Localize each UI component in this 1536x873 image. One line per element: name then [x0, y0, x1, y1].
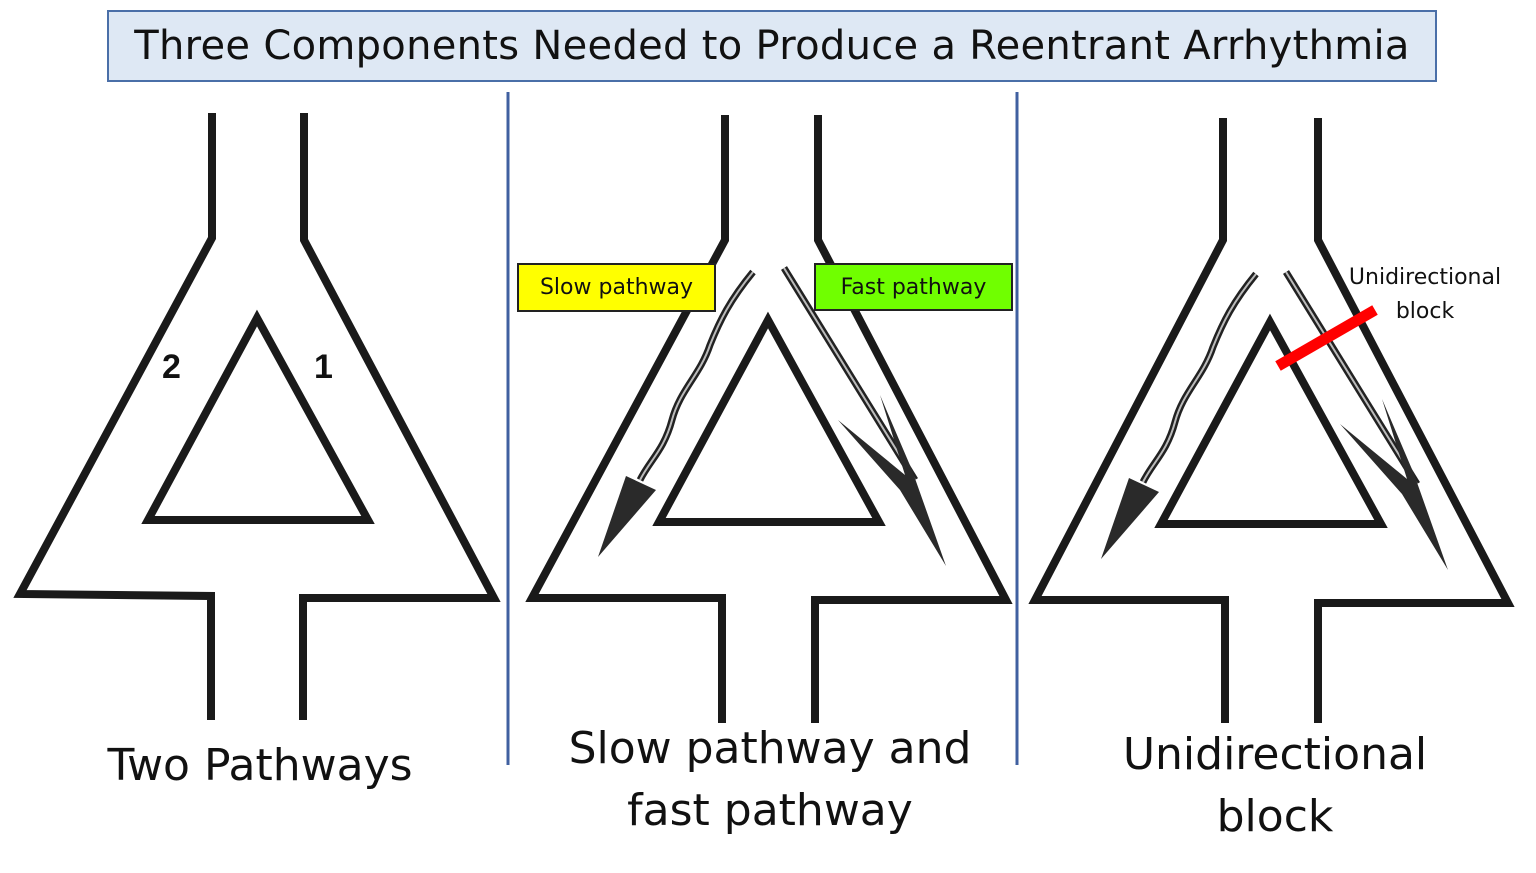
caption-two-pathways: Two Pathways: [107, 740, 413, 791]
slow-pathway-arrow-3: [1101, 271, 1259, 559]
unidirectional-block-annotation: Unidirectional block: [1335, 261, 1515, 329]
caption-unidirectional-line2: block: [1216, 791, 1334, 842]
pathway-label-2: 2: [162, 348, 181, 386]
caption-unidirectional-block: Unidirectional block: [1075, 724, 1475, 848]
diagram-title: Three Components Needed to Produce a Ree…: [134, 23, 1410, 69]
unidirectional-block-bar: [1275, 305, 1378, 371]
pathway-label-1: 1: [314, 348, 333, 386]
slow-pathway-tag: Slow pathway: [517, 263, 716, 312]
caption-slow-fast-line1: Slow pathway and: [568, 723, 972, 774]
annotation-line1: Unidirectional: [1348, 265, 1502, 290]
fast-pathway-arrow-3: [1283, 270, 1448, 570]
caption-slow-fast-line2: fast pathway: [627, 785, 913, 836]
slow-pathway-arrow: [598, 269, 756, 557]
pathway-structure-3: [1028, 118, 1515, 723]
fast-pathway-arrow: [781, 266, 946, 566]
caption-slow-fast: Slow pathway and fast pathway: [560, 718, 980, 842]
fast-pathway-tag: Fast pathway: [814, 263, 1013, 311]
pathway-structure-1: [13, 113, 501, 720]
caption-unidirectional-line1: Unidirectional: [1122, 729, 1428, 780]
pathway-structure-2: [525, 115, 1013, 723]
annotation-line2: block: [1395, 299, 1455, 324]
title-box: Three Components Needed to Produce a Ree…: [107, 10, 1437, 82]
